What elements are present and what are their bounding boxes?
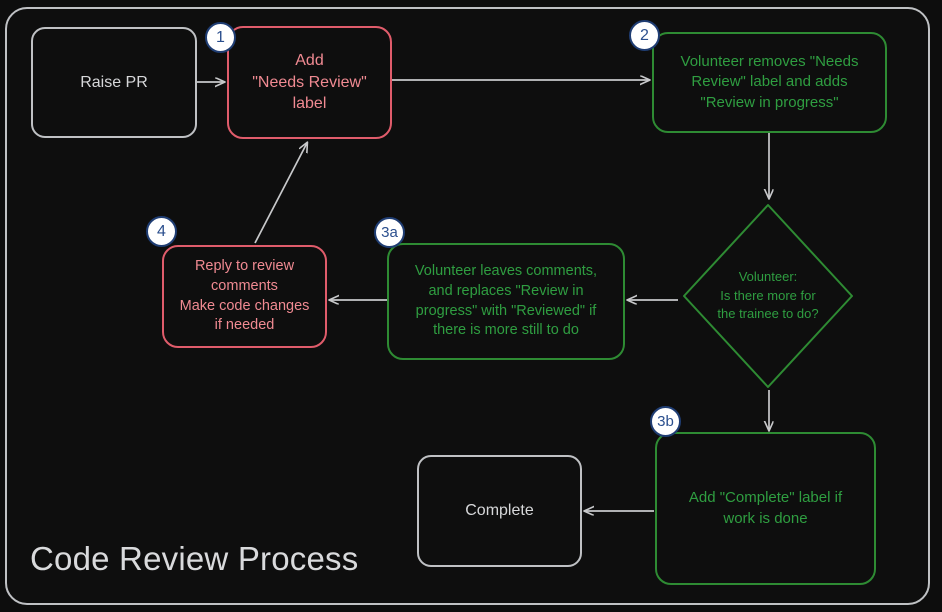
node-add-needs-review-label-text: Add "Needs Review" label (252, 52, 367, 113)
node-complete-label: Complete (465, 502, 534, 520)
badge-step-3b[interactable]: 3b (650, 406, 681, 437)
node-volunteer-removes-label-text: Volunteer removes "Needs Review" label a… (680, 53, 859, 111)
badge-step-4[interactable]: 4 (146, 216, 177, 247)
node-volunteer-removes-label[interactable]: Volunteer removes "Needs Review" label a… (652, 32, 887, 133)
node-raise-pr[interactable]: Raise PR (31, 27, 197, 138)
diamond-shape (683, 204, 853, 388)
badge-step-2-label: 2 (640, 26, 649, 44)
node-complete[interactable]: Complete (417, 455, 582, 567)
node-raise-pr-label: Raise PR (80, 73, 148, 91)
node-add-complete-label[interactable]: Add "Complete" label if work is done (655, 432, 876, 585)
badge-step-3a[interactable]: 3a (374, 217, 405, 248)
node-add-complete-label-text: Add "Complete" label if work is done (688, 489, 843, 527)
node-add-needs-review-label[interactable]: Add "Needs Review" label (227, 26, 392, 139)
node-reply-to-review-comments-text: Reply to review comments Make code chang… (179, 258, 310, 334)
node-decision-volunteer[interactable]: Volunteer: Is there more for the trainee… (680, 201, 856, 391)
diagram-title: Code Review Process (30, 540, 359, 577)
badge-step-4-label: 4 (157, 222, 166, 240)
node-volunteer-leaves-comments-text: Volunteer leaves comments, and replaces … (414, 263, 598, 339)
node-reply-to-review-comments[interactable]: Reply to review comments Make code chang… (162, 245, 327, 348)
badge-step-3b-label: 3b (657, 413, 674, 430)
node-volunteer-leaves-comments[interactable]: Volunteer leaves comments, and replaces … (387, 243, 625, 360)
badge-step-1[interactable]: 1 (205, 22, 236, 53)
badge-step-3a-label: 3a (381, 224, 398, 241)
badge-step-1-label: 1 (216, 28, 225, 46)
badge-step-2[interactable]: 2 (629, 20, 660, 51)
node-decision-label: Volunteer: Is there more for the trainee… (717, 268, 819, 322)
